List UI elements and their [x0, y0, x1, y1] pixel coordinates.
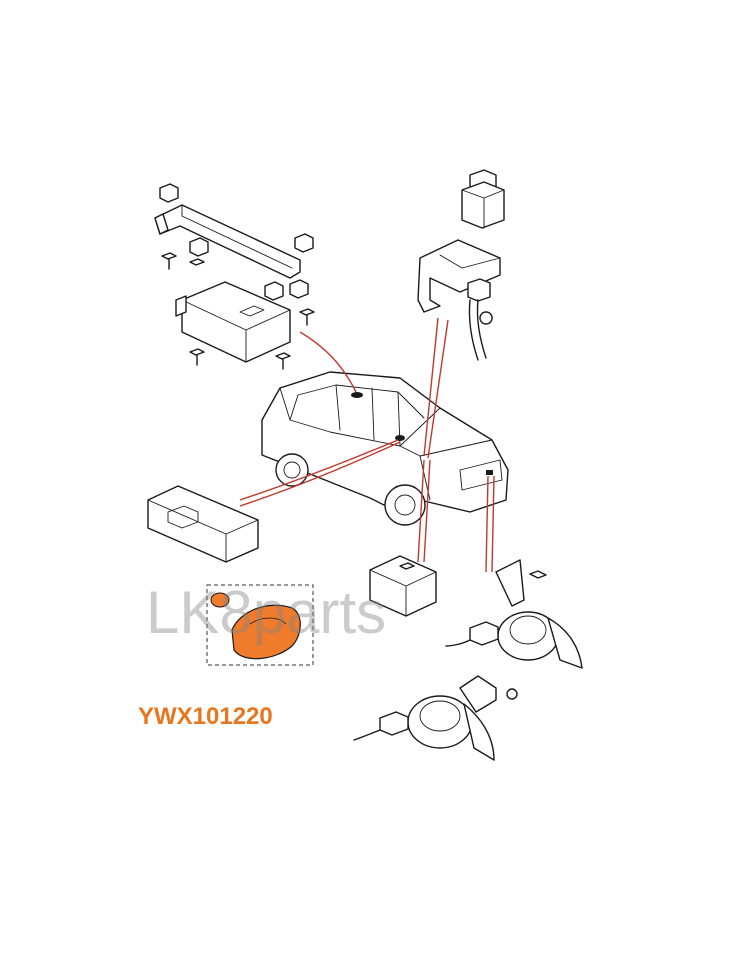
horn-upper — [445, 559, 583, 669]
relay-module — [369, 555, 437, 617]
remote-key-fob — [206, 584, 314, 666]
leader-lines — [239, 317, 495, 573]
vehicle-outline — [261, 371, 509, 526]
watermark: LK8parts — [146, 579, 387, 646]
bonnet-switch-assembly — [417, 169, 505, 361]
horn-lower — [353, 675, 518, 761]
control-unit — [147, 485, 259, 563]
part-number-label: YWX101220 — [138, 703, 273, 730]
mounting-bracket-assembly — [154, 183, 315, 370]
